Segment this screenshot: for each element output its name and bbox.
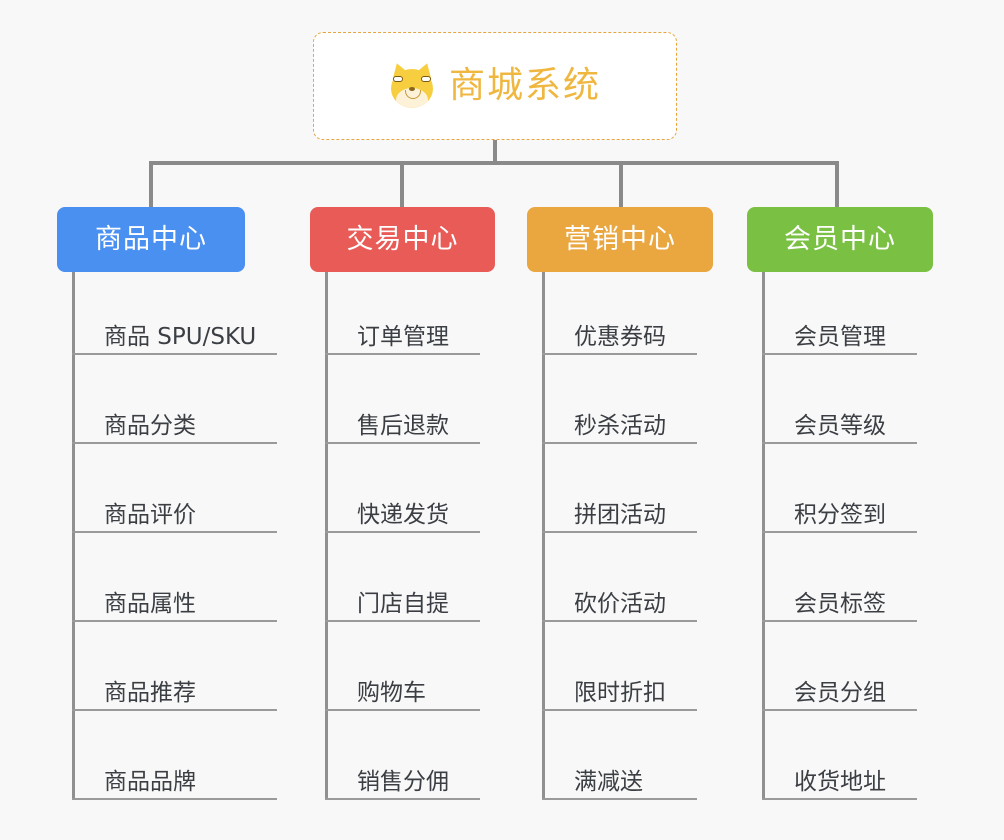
leaf-item-label: 门店自提	[357, 591, 449, 617]
leaf-item-label: 会员分组	[794, 680, 886, 706]
leaf-item-label: 秒杀活动	[574, 413, 666, 439]
leaf-item[interactable]: 商品推荐	[72, 667, 277, 711]
leaf-item[interactable]: 快递发货	[325, 489, 480, 533]
category-label: 交易中心	[346, 224, 459, 255]
leaf-item-label: 商品 SPU/SKU	[104, 324, 257, 350]
leaf-item-label: 会员等级	[794, 413, 886, 439]
leaf-underline	[542, 620, 697, 622]
leaf-item-label: 会员管理	[794, 324, 886, 350]
leaf-item[interactable]: 售后退款	[325, 400, 480, 444]
category-header-product-center[interactable]: 商品中心	[57, 207, 245, 272]
category-label: 会员中心	[784, 224, 896, 255]
category-header-member-center[interactable]: 会员中心	[747, 207, 933, 272]
branch-trunk-member-center	[762, 272, 765, 800]
leaf-item-label: 商品推荐	[104, 680, 196, 706]
leaf-underline	[72, 709, 277, 711]
leaf-underline	[325, 798, 480, 800]
leaf-item-label: 销售分佣	[357, 769, 449, 795]
shiba-dog-icon	[388, 60, 436, 109]
leaf-underline	[72, 353, 277, 355]
leaf-item-label: 拼团活动	[574, 502, 666, 528]
leaf-item[interactable]: 商品评价	[72, 489, 277, 533]
branch-trunk-trade-center	[325, 272, 328, 800]
leaf-underline	[542, 709, 697, 711]
leaf-item-label: 满减送	[574, 769, 643, 795]
leaf-underline	[542, 442, 697, 444]
leaf-underline	[762, 798, 917, 800]
leaf-item[interactable]: 门店自提	[325, 578, 480, 622]
leaf-item[interactable]: 会员分组	[762, 667, 917, 711]
leaf-item-label: 会员标签	[794, 591, 886, 617]
connector-drop-marketing-center	[619, 161, 623, 207]
leaf-item[interactable]: 购物车	[325, 667, 480, 711]
connector-horizontal-bus	[149, 161, 839, 165]
leaf-item[interactable]: 会员等级	[762, 400, 917, 444]
leaf-item[interactable]: 收货地址	[762, 756, 917, 800]
leaf-item[interactable]: 商品品牌	[72, 756, 277, 800]
category-label: 营销中心	[564, 224, 676, 255]
leaf-underline	[762, 442, 917, 444]
leaf-item[interactable]: 订单管理	[325, 311, 480, 355]
leaf-underline	[762, 353, 917, 355]
leaf-item[interactable]: 砍价活动	[542, 578, 697, 622]
connector-drop-trade-center	[400, 161, 404, 207]
leaf-item[interactable]: 秒杀活动	[542, 400, 697, 444]
leaf-item[interactable]: 会员管理	[762, 311, 917, 355]
leaf-item[interactable]: 优惠券码	[542, 311, 697, 355]
branch-trunk-product-center	[72, 272, 75, 800]
leaf-item-label: 快递发货	[357, 502, 449, 528]
leaf-item[interactable]: 满减送	[542, 756, 697, 800]
leaf-underline	[542, 531, 697, 533]
leaf-item[interactable]: 销售分佣	[325, 756, 480, 800]
leaf-underline	[325, 709, 480, 711]
leaf-item[interactable]: 拼团活动	[542, 489, 697, 533]
leaf-underline	[72, 620, 277, 622]
leaf-item-label: 限时折扣	[574, 680, 666, 706]
leaf-item-label: 商品属性	[104, 591, 196, 617]
leaf-underline	[72, 442, 277, 444]
leaf-underline	[72, 531, 277, 533]
leaf-underline	[762, 531, 917, 533]
root-node[interactable]: 商城系统	[313, 32, 677, 140]
branch-trunk-marketing-center	[542, 272, 545, 800]
leaf-item[interactable]: 限时折扣	[542, 667, 697, 711]
leaf-item-label: 商品评价	[104, 502, 196, 528]
leaf-item-label: 购物车	[357, 680, 426, 706]
leaf-underline	[72, 798, 277, 800]
category-header-trade-center[interactable]: 交易中心	[310, 207, 495, 272]
leaf-item-label: 商品分类	[104, 413, 196, 439]
leaf-item-label: 优惠券码	[574, 324, 666, 350]
category-label: 商品中心	[95, 224, 207, 255]
leaf-underline	[325, 442, 480, 444]
root-title: 商城系统	[448, 65, 601, 106]
leaf-item-label: 售后退款	[357, 413, 449, 439]
connector-drop-product-center	[149, 161, 153, 207]
leaf-underline	[762, 709, 917, 711]
leaf-underline	[542, 798, 697, 800]
leaf-item[interactable]: 商品 SPU/SKU	[72, 311, 277, 355]
leaf-item[interactable]: 会员标签	[762, 578, 917, 622]
leaf-item[interactable]: 积分签到	[762, 489, 917, 533]
leaf-underline	[325, 531, 480, 533]
leaf-item-label: 订单管理	[357, 324, 449, 350]
leaf-item[interactable]: 商品属性	[72, 578, 277, 622]
category-header-marketing-center[interactable]: 营销中心	[527, 207, 713, 272]
leaf-item[interactable]: 商品分类	[72, 400, 277, 444]
leaf-item-label: 积分签到	[794, 502, 886, 528]
connector-root-stem	[493, 140, 497, 165]
leaf-underline	[762, 620, 917, 622]
leaf-underline	[325, 620, 480, 622]
leaf-item-label: 收货地址	[794, 769, 886, 795]
leaf-item-label: 商品品牌	[104, 769, 196, 795]
leaf-item-label: 砍价活动	[574, 591, 666, 617]
leaf-underline	[542, 353, 697, 355]
connector-drop-member-center	[835, 161, 839, 207]
leaf-underline	[325, 353, 480, 355]
